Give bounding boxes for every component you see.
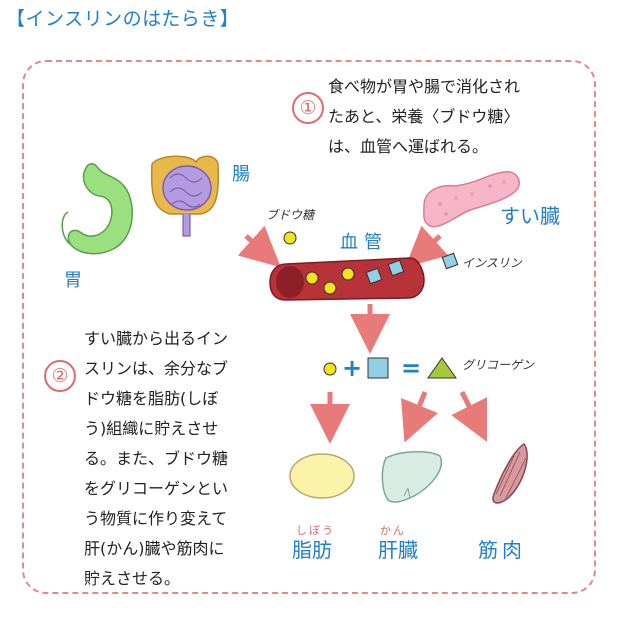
liver-illustration	[381, 451, 443, 503]
fat-label: 脂肪	[292, 538, 332, 562]
diagram-frame	[22, 60, 596, 594]
muscle-label: 筋肉	[478, 538, 526, 562]
stomach-illustration	[61, 163, 133, 255]
intestine-label: 腸	[232, 164, 250, 185]
muscle-illustration	[492, 442, 528, 504]
step2-number: ②	[44, 360, 76, 392]
glycogen-shape	[427, 357, 457, 379]
stomach-label: 胃	[64, 270, 82, 291]
step2-text: すい臓から出るイン スリンは、余分なブ ドウ糖を脂肪(しぼ う)組織に貯えさせ …	[84, 329, 229, 588]
step1-text: 食べ物が胃や腸で消化され たあと、栄養〈ブドウ糖〉 は、血管へ運ばれる。	[328, 77, 521, 156]
arrow-to-vessel-right	[405, 225, 449, 268]
blood-vessel-label: 血管	[340, 232, 388, 253]
insulin-legend-shape	[441, 252, 459, 270]
insulin-shape	[367, 357, 389, 379]
arrow-to-muscle	[451, 390, 487, 442]
fat-illustration	[289, 453, 355, 499]
fat-reading: しぼう	[296, 524, 335, 537]
glucose-legend-shape	[283, 231, 297, 245]
glycogen-label: グリコーゲン	[462, 358, 535, 372]
glucose-shape	[323, 362, 337, 376]
equals-sign: =	[401, 354, 422, 382]
insulin-label: インスリン	[462, 256, 522, 270]
pancreas-label: すい臓	[500, 204, 560, 228]
arrow-to-liver	[400, 391, 439, 443]
plus-sign: +	[342, 354, 363, 382]
intestine-illustration	[150, 155, 220, 237]
glucose-label: ブドウ糖	[266, 208, 315, 222]
step1-number: ①	[292, 92, 324, 124]
liver-label: 肝臓	[378, 538, 418, 562]
arrow-to-vessel-left	[237, 225, 281, 268]
blood-vessel-illustration	[269, 257, 425, 301]
liver-reading: かん	[380, 524, 406, 537]
page-title: 【インスリンのはたらき】	[6, 8, 240, 30]
